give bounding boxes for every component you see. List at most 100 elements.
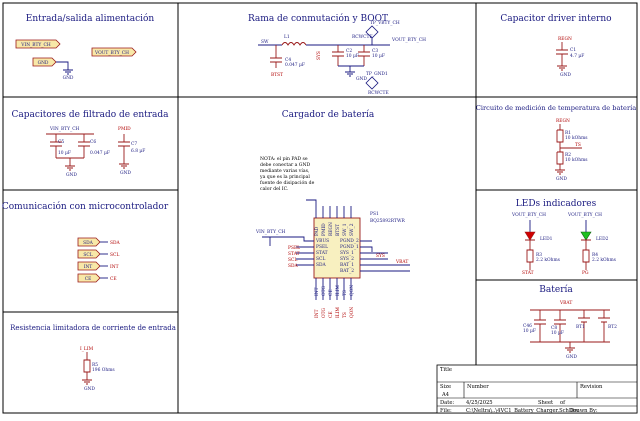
svg-text:VOUT_BTY_CH: VOUT_BTY_CH <box>94 51 129 56</box>
svg-text:INT: INT <box>84 265 93 270</box>
svg-text:BT2: BT2 <box>608 325 617 330</box>
svg-text:PAD: PAD <box>315 226 320 236</box>
svg-text:BQ25892RTWR: BQ25892RTWR <box>370 219 405 224</box>
title-power-io: Entrada/salida alimentación <box>26 13 155 24</box>
svg-text:CE: CE <box>85 277 92 282</box>
svg-text:C6: C6 <box>90 140 96 145</box>
testpoint-vbty <box>365 25 379 39</box>
svg-text:RCWCTE: RCWCTE <box>368 91 389 96</box>
svg-text:C8: C8 <box>551 326 557 331</box>
title-charger: Cargador de batería <box>282 109 375 120</box>
svg-text:I_LIM: I_LIM <box>80 347 94 352</box>
svg-text:SYS_1: SYS_1 <box>340 251 354 256</box>
inductor-l1 <box>281 42 307 46</box>
title-battery: Batería <box>539 284 573 295</box>
svg-text:0.047 µF: 0.047 µF <box>90 151 110 156</box>
svg-text:10 kOhms: 10 kOhms <box>565 158 588 163</box>
title-leds: LEDs indicadores <box>516 199 597 209</box>
svg-text:Revision: Revision <box>580 384 603 390</box>
title-mcu: Comunicación con microcontrolador <box>2 201 169 212</box>
svg-text:0.047 µF: 0.047 µF <box>285 63 305 68</box>
svg-text:PMID: PMID <box>118 127 131 132</box>
driver-cap-circuit: REGN C1 4.7 µF GND <box>556 37 584 78</box>
svg-text:C5: C5 <box>58 140 64 145</box>
svg-text:mediante varias vías,: mediante varias vías, <box>260 167 310 174</box>
svg-text:STAT: STAT <box>316 251 328 256</box>
svg-text:4.7 µF: 4.7 µF <box>570 54 584 59</box>
svg-text:ILIM: ILIM <box>336 285 341 296</box>
svg-text:VIN_BTY_CH: VIN_BTY_CH <box>255 230 286 235</box>
cap-c4 <box>270 45 282 68</box>
svg-text:VIN_BTY_CH: VIN_BTY_CH <box>49 127 80 132</box>
svg-text:GND: GND <box>120 171 131 176</box>
svg-text:C3: C3 <box>372 49 378 54</box>
svg-text:SDA: SDA <box>288 264 299 269</box>
svg-text:LED2: LED2 <box>596 237 609 242</box>
svg-text:GND: GND <box>63 76 74 81</box>
charger-circuit: NOTA: el pin PAD se debe conectar a GND … <box>255 156 410 318</box>
svg-text:TS: TS <box>343 290 348 296</box>
svg-text:SW_1: SW_1 <box>343 223 348 236</box>
port-gnd: GND GND <box>32 57 74 81</box>
cap-c2 <box>332 45 344 66</box>
svg-text:BTST: BTST <box>336 224 341 236</box>
svg-text:10 µF: 10 µF <box>346 54 359 59</box>
svg-text:GND: GND <box>84 387 95 392</box>
svg-text:SCL: SCL <box>83 253 92 258</box>
svg-text:Number: Number <box>467 384 489 390</box>
svg-text:GND: GND <box>566 355 577 360</box>
svg-text:TP_GND1: TP_GND1 <box>366 72 388 77</box>
svg-text:C:\Neltra\..\4VC1_Battery_Char: C:\Neltra\..\4VC1_Battery_Charger.SchDoc <box>466 408 579 414</box>
svg-text:INT: INT <box>315 287 320 296</box>
svg-text:10 kOhms: 10 kOhms <box>565 136 588 141</box>
svg-text:R3: R3 <box>536 253 542 258</box>
port-vout: VOUT_BTY_CH <box>91 47 137 57</box>
svg-text:PGND_1: PGND_1 <box>340 245 359 250</box>
sheet-border <box>2 2 638 414</box>
svg-text:R4: R4 <box>592 253 598 258</box>
svg-text:REGN: REGN <box>556 119 570 124</box>
svg-text:10 µF: 10 µF <box>372 54 385 59</box>
svg-text:C1: C1 <box>570 48 576 53</box>
svg-text:VIN_BTY_CH: VIN_BTY_CH <box>20 43 51 48</box>
current-limit-circuit: I_LIM R5 196 Ohms GND <box>80 347 115 392</box>
svg-text:PS1: PS1 <box>370 212 379 217</box>
led1-red <box>524 231 536 241</box>
svg-text:SYS_2: SYS_2 <box>340 257 354 262</box>
svg-text:NOTA: el pin PAD se: NOTA: el pin PAD se <box>260 156 308 162</box>
svg-text:Date:: Date: <box>440 400 454 406</box>
svg-text:of: of <box>560 400 566 406</box>
svg-text:INT: INT <box>315 309 320 318</box>
led-circuit: VOUT_BTY_CH VOUT_BTY_CH LED1 LED2 R3 2.2… <box>511 213 617 276</box>
port-vin: VIN_BTY_CH <box>15 39 61 49</box>
svg-text:TS: TS <box>575 143 581 148</box>
svg-text:196 Ohms: 196 Ohms <box>92 368 115 373</box>
svg-text:ILIM: ILIM <box>336 307 341 318</box>
svg-text:SDA: SDA <box>110 241 121 246</box>
svg-text:BAT_1: BAT_1 <box>340 263 354 268</box>
svg-text:L1: L1 <box>284 35 290 40</box>
svg-text:ya que es la principal: ya que es la principal <box>259 174 310 180</box>
svg-text:PSEL: PSEL <box>316 245 328 250</box>
svg-text:Title: Title <box>440 367 452 373</box>
svg-text:VBUS: VBUS <box>315 239 329 244</box>
svg-text:Size: Size <box>440 384 451 390</box>
svg-text:File:: File: <box>440 408 452 414</box>
svg-text:PMID: PMID <box>322 223 327 236</box>
svg-text:SW_2: SW_2 <box>350 223 355 236</box>
svg-text:R1: R1 <box>565 131 571 136</box>
svg-text:VOUT_BTY_CH: VOUT_BTY_CH <box>391 38 426 43</box>
battery-circuit: VBAT C46 10 µF C8 10 µF BT1 BT2 GND <box>523 301 617 360</box>
svg-text:SCL: SCL <box>316 257 325 262</box>
temp-circuit: REGN R1 10 kOhms TS R2 10 kOhms GND <box>555 119 588 182</box>
svg-text:REGN: REGN <box>558 37 572 42</box>
svg-text:SCL: SCL <box>110 253 119 258</box>
svg-text:SW: SW <box>261 40 269 45</box>
svg-text:10 µF: 10 µF <box>551 331 564 336</box>
testpoint-gnd <box>365 76 379 90</box>
svg-text:PSEL: PSEL <box>288 246 300 251</box>
svg-text:SYS: SYS <box>317 51 322 60</box>
svg-text:VOUT_BTY_CH: VOUT_BTY_CH <box>511 213 546 218</box>
svg-text:OTG: OTG <box>322 285 327 296</box>
svg-text:BTST: BTST <box>271 73 283 78</box>
